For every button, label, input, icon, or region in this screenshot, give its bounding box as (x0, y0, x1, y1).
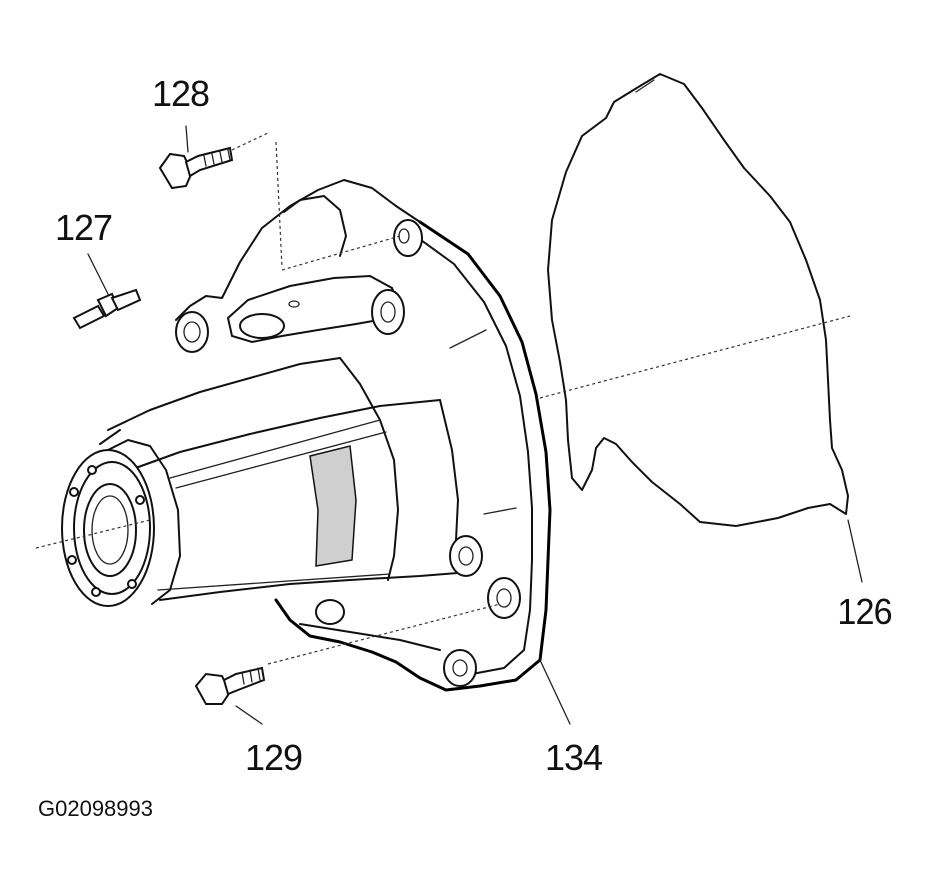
callout-127: 127 (55, 207, 113, 248)
callout-126: 126 (837, 591, 892, 632)
fitting-127 (72, 253, 142, 330)
gasket-126 (547, 73, 863, 583)
callout-128: 128 (152, 73, 210, 114)
callout-134: 134 (545, 737, 603, 778)
callout-129: 129 (245, 737, 303, 778)
alignment-lines (35, 131, 851, 665)
housing-134 (61, 179, 571, 725)
figure-id: G02098993 (38, 796, 153, 821)
bolt-128 (158, 125, 234, 190)
bolt-129 (194, 666, 266, 725)
